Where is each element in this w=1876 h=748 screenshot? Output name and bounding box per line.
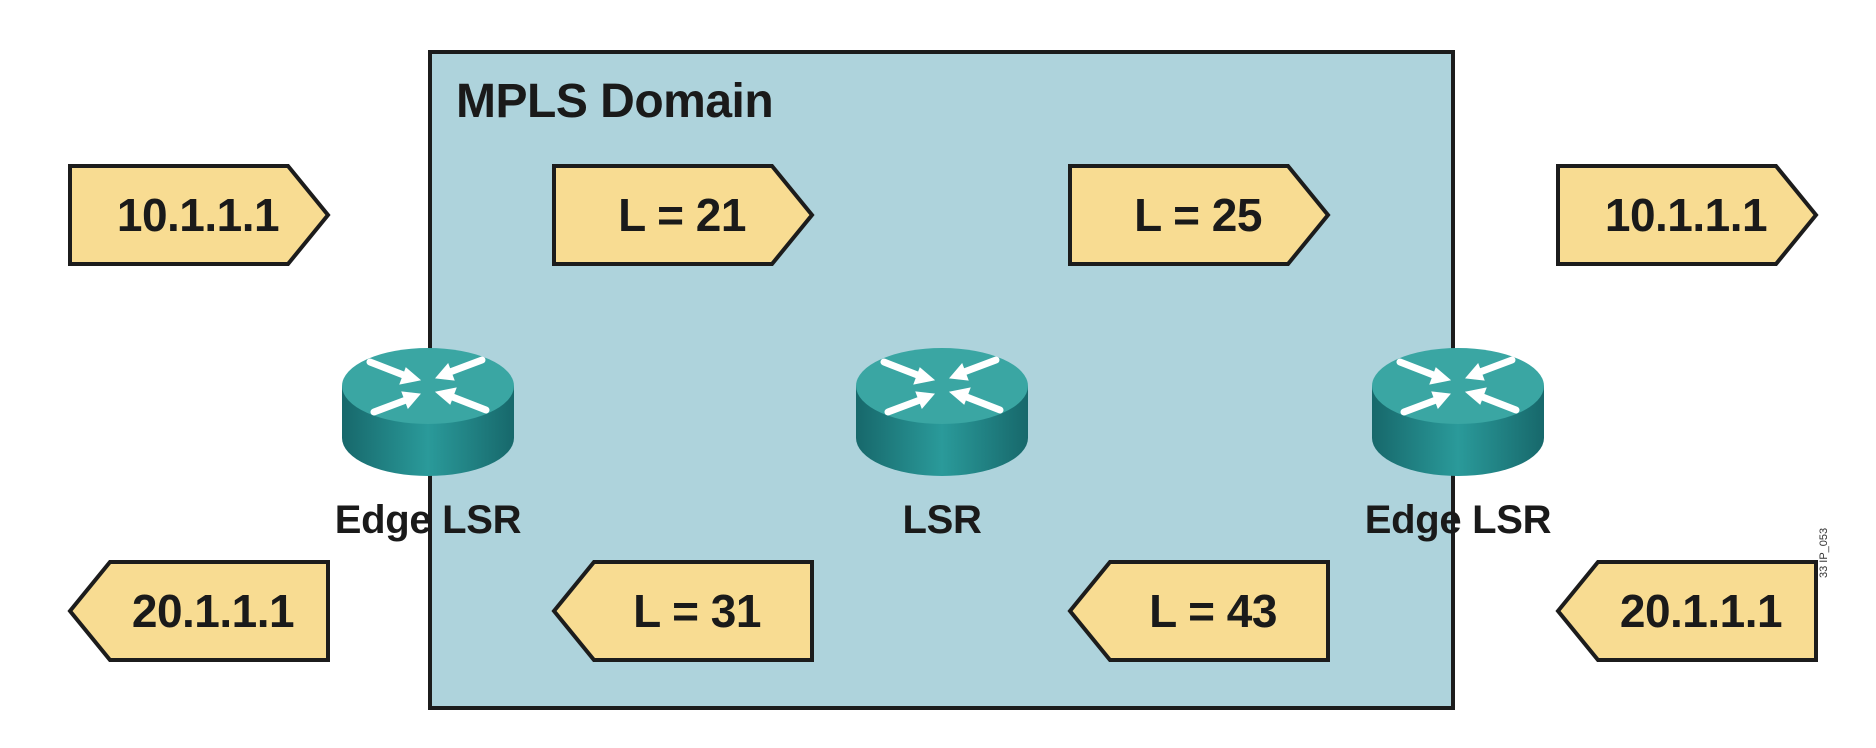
label-tag-top-right: L = 25 — [1068, 164, 1331, 266]
label-tag-bottom-left: L = 31 — [551, 560, 814, 662]
label-value: L = 43 — [1149, 585, 1277, 637]
packet-tag-in-bottom-right: 20.1.1.1 — [1555, 560, 1818, 662]
router-label-core: LSR — [902, 498, 982, 542]
router-label-edge-left: Edge LSR — [334, 498, 522, 542]
packet-address: 10.1.1.1 — [116, 189, 280, 241]
packet-address: 10.1.1.1 — [1604, 189, 1768, 241]
label-value: L = 21 — [618, 189, 746, 241]
packet-address: 20.1.1.1 — [1619, 585, 1783, 637]
router-label-edge-right: Edge LSR — [1364, 498, 1552, 542]
packet-address: 20.1.1.1 — [131, 585, 295, 637]
figure-id-watermark: 33 IP_053 — [1818, 527, 1830, 578]
router-icon — [854, 342, 1030, 482]
router-icon — [1370, 342, 1546, 482]
router-icon — [340, 342, 516, 482]
packet-tag-out-bottom-left: 20.1.1.1 — [67, 560, 330, 662]
packet-tag-out-top-right: 10.1.1.1 — [1556, 164, 1819, 266]
label-value: L = 25 — [1134, 189, 1262, 241]
label-tag-top-left: L = 21 — [552, 164, 815, 266]
domain-title: MPLS Domain — [456, 75, 774, 128]
packet-tag-in-top-left: 10.1.1.1 — [68, 164, 331, 266]
label-tag-bottom-right: L = 43 — [1067, 560, 1330, 662]
label-value: L = 31 — [633, 585, 761, 637]
